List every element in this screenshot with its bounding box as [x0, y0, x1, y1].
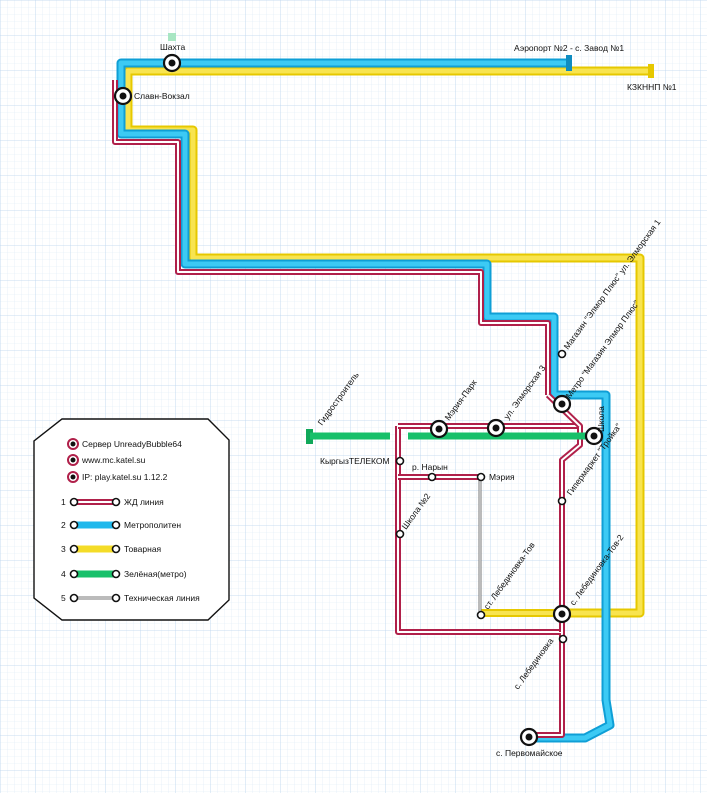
label-kzknnp: КЗКННП №1: [627, 82, 677, 92]
legend-info-server: Сервер UnreadyBubble64: [82, 439, 182, 449]
legend-info-site: www.mc.katel.su: [81, 455, 146, 465]
station-marker-lebed-tov2[interactable]: [552, 604, 572, 624]
legend-info-ip: IP: play.katel.su 1.12.2: [82, 472, 168, 482]
legend: Сервер UnreadyBubble64 www.mc.katel.su I…: [33, 418, 230, 621]
station-marker-meria[interactable]: [476, 472, 486, 482]
station-marker-naryn[interactable]: [427, 472, 437, 482]
station-marker-slavn[interactable]: [113, 86, 133, 106]
station-marker-pervomai[interactable]: [519, 727, 539, 747]
station-marker-kyrgyz[interactable]: [395, 456, 405, 466]
station-marker-lebed[interactable]: [558, 634, 568, 644]
legend-num: 4: [61, 569, 66, 579]
station-marker-lebed-tov[interactable]: [476, 610, 486, 620]
legend-line-freight: 3 Товарная: [61, 544, 162, 554]
legend-label: Товарная: [124, 544, 162, 554]
rail-line: [112, 80, 583, 738]
green-terminal: [306, 429, 313, 444]
legend-label: Зелёная(метро): [124, 569, 187, 579]
label-meria: Мэрия: [489, 472, 515, 482]
legend-num: 3: [61, 544, 66, 554]
legend-label: ЖД линия: [124, 497, 164, 507]
label-kyrgyz: КыргызТЕЛЕКОМ: [320, 456, 390, 466]
station-marker-elmor3[interactable]: [486, 418, 506, 438]
label-airport: Аэропорт №2 - с. Завод №1: [514, 43, 624, 53]
station-marker-magazin[interactable]: [557, 349, 567, 359]
legend-line-green: 4 Зелёная(метро): [61, 569, 187, 579]
label-pervomai: с. Первомайское: [496, 748, 563, 758]
legend-info-row: IP: play.katel.su 1.12.2: [67, 471, 168, 483]
metro-line: [116, 55, 615, 743]
label-slavn: Славн-Вокзал: [134, 91, 190, 101]
station-marker-meria-park[interactable]: [429, 419, 449, 439]
station-marker-troika[interactable]: [557, 496, 567, 506]
legend-line-tech: 5 Техническая линия: [61, 593, 200, 603]
station-marker-shkola2[interactable]: [395, 529, 405, 539]
legend-num: 5: [61, 593, 66, 603]
label-naryn: р. Нарын: [412, 462, 448, 472]
station-marker-shakhta[interactable]: [162, 53, 182, 73]
green-marker: [168, 33, 176, 41]
label-shkola: Школа: [596, 406, 606, 432]
station-marker-shkola[interactable]: [584, 426, 604, 446]
metro-terminal: [566, 55, 572, 71]
station-marker-metro-magazin[interactable]: [552, 394, 572, 414]
legend-frame: [33, 418, 230, 621]
legend-label: Метрополитен: [124, 520, 181, 530]
stations: [113, 53, 604, 747]
label-shakhta: Шахта: [160, 42, 185, 52]
legend-num: 1: [61, 497, 66, 507]
freight-line: [123, 64, 654, 618]
legend-line-rail: 1 ЖД линия: [61, 497, 164, 507]
legend-label: Техническая линия: [124, 593, 200, 603]
legend-line-metro: 2 Метрополитен: [61, 520, 181, 530]
legend-info-row: Сервер UnreadyBubble64: [67, 438, 182, 450]
legend-info-row: www.mc.katel.su: [67, 454, 146, 466]
legend-num: 2: [61, 520, 66, 530]
freight-terminal: [648, 64, 654, 78]
